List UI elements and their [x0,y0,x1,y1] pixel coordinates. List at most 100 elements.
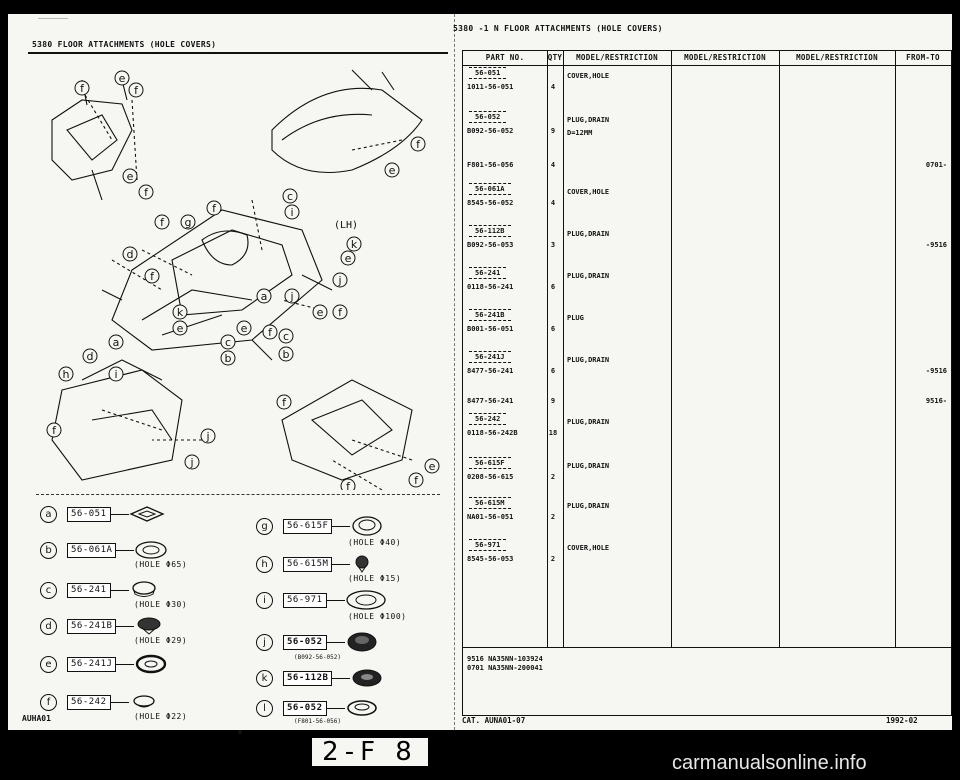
svg-text:f: f [150,270,155,283]
legend-note: (HOLE Φ29) [134,636,188,645]
callout-a: a [108,334,124,350]
svg-text:i: i [114,368,117,381]
callout-j: j [284,288,300,304]
callout-f: f [138,184,154,200]
callout-g: g [180,214,196,230]
lh-label: (LH) [334,220,358,231]
svg-text:a: a [261,290,268,303]
part-spec: D=12MM [567,129,593,137]
part-description: PLUG,DRAIN [567,230,610,238]
left-page-title: 5380 FLOOR ATTACHMENTS (HOLE COVERS) [32,40,217,49]
table-header: PART NO. QTY MODEL/RESTRICTION MODEL/RES… [463,51,951,66]
legend-letter: b [40,541,57,559]
part-ref-box: 56-615M [469,497,511,509]
part-number: 0118-56-241 [467,283,514,291]
svg-text:e: e [429,460,436,473]
quantity: 4 [550,83,556,91]
svg-text:e: e [127,170,134,183]
part-number: F801-56-056 [467,161,514,169]
svg-text:f: f [80,82,85,95]
page-divider [454,14,456,730]
callout-f: f [144,268,160,284]
svg-text:f: f [134,84,139,97]
callout-e: e [236,320,252,336]
callout-h: h [58,366,74,382]
part-number: 1011-56-051 [467,83,514,91]
quantity: 6 [550,367,556,375]
leader-line [326,641,345,643]
legend-letter: h [256,555,273,573]
callout-f: f [74,80,90,96]
svg-text:a: a [113,336,120,349]
legend-item-l: l 56-052 [256,698,379,718]
svg-text:f: f [282,396,287,409]
svg-text:e: e [317,306,324,319]
callout-a: a [256,288,272,304]
from-to: -9516 [925,367,947,375]
part-ref-box: 56-241B [469,309,511,321]
col-rule [547,51,548,647]
legend-part: 56-971 [283,592,327,608]
legend-note: (HOLE Φ40) [348,538,402,547]
quantity: 2 [550,513,556,521]
quantity: 18 [548,429,558,437]
legend-letter: i [256,591,273,609]
svg-text:b: b [283,348,290,361]
hole-cover-icon [128,506,165,522]
note-line: 9516 NA35NN-103924 [467,655,543,663]
legend-part: 56-615F [283,518,333,534]
callout-k: k [346,236,362,252]
from-to: 9516- [925,397,947,405]
col-model-3: MODEL/RESTRICTION [796,53,878,62]
parts-legend: a 56-051 b 56-061A (HOLE Φ65) c 56-241 (… [22,502,450,725]
legend-sub-note: (B092-56-052) [294,654,341,661]
legend-note: (HOLE Φ100) [348,612,407,621]
callout-f: f [154,214,170,230]
col-part-no: PART NO. [485,53,525,62]
legend-letter: g [256,517,273,535]
hole-cover-icon [346,700,377,716]
legend-letter: d [40,617,57,635]
legend-item-b: b 56-061A [40,540,168,560]
legend-item-j: j 56-052 [256,632,379,652]
legend-letter: j [256,633,273,651]
part-description: PLUG,DRAIN [567,272,610,280]
col-rule [563,51,564,647]
svg-text:f: f [416,138,421,151]
callout-i: i [108,366,124,382]
legend-item-i: i 56-971 [256,590,387,610]
leader-line [110,513,129,515]
svg-text:f: f [144,186,149,199]
part-description: COVER,HOLE [567,544,610,552]
right-page-title: 5380 -1 N FLOOR ATTACHMENTS (HOLE COVERS… [453,24,663,33]
watermark: carmanualsonline.info [672,752,867,774]
legend-letter: a [40,505,57,523]
hole-cover-icon [345,590,386,610]
callout-c: c [220,334,236,350]
plug-icon [132,695,155,708]
svg-text:c: c [225,336,231,349]
svg-text:b: b [225,352,232,365]
part-number: 8477-56-241 [467,367,514,375]
quantity: 9 [550,397,556,405]
legend-part: 56-051 [67,506,111,522]
part-description: PLUG,DRAIN [567,356,610,364]
legend-part: 56-052 [283,700,327,716]
callout-b: b [220,350,236,366]
leader-line [116,625,135,627]
part-number: 8545-56-053 [467,555,514,563]
catalog-page: 5380 FLOOR ATTACHMENTS (HOLE COVERS) [8,14,952,734]
svg-text:k: k [177,306,184,319]
callout-d: d [82,348,98,364]
callout-f: f [206,200,222,216]
callout-c: c [282,188,298,204]
quantity: 2 [550,473,556,481]
part-description: PLUG [567,314,584,322]
legend-note: (HOLE Φ65) [134,560,188,569]
callout-j: j [200,428,216,444]
